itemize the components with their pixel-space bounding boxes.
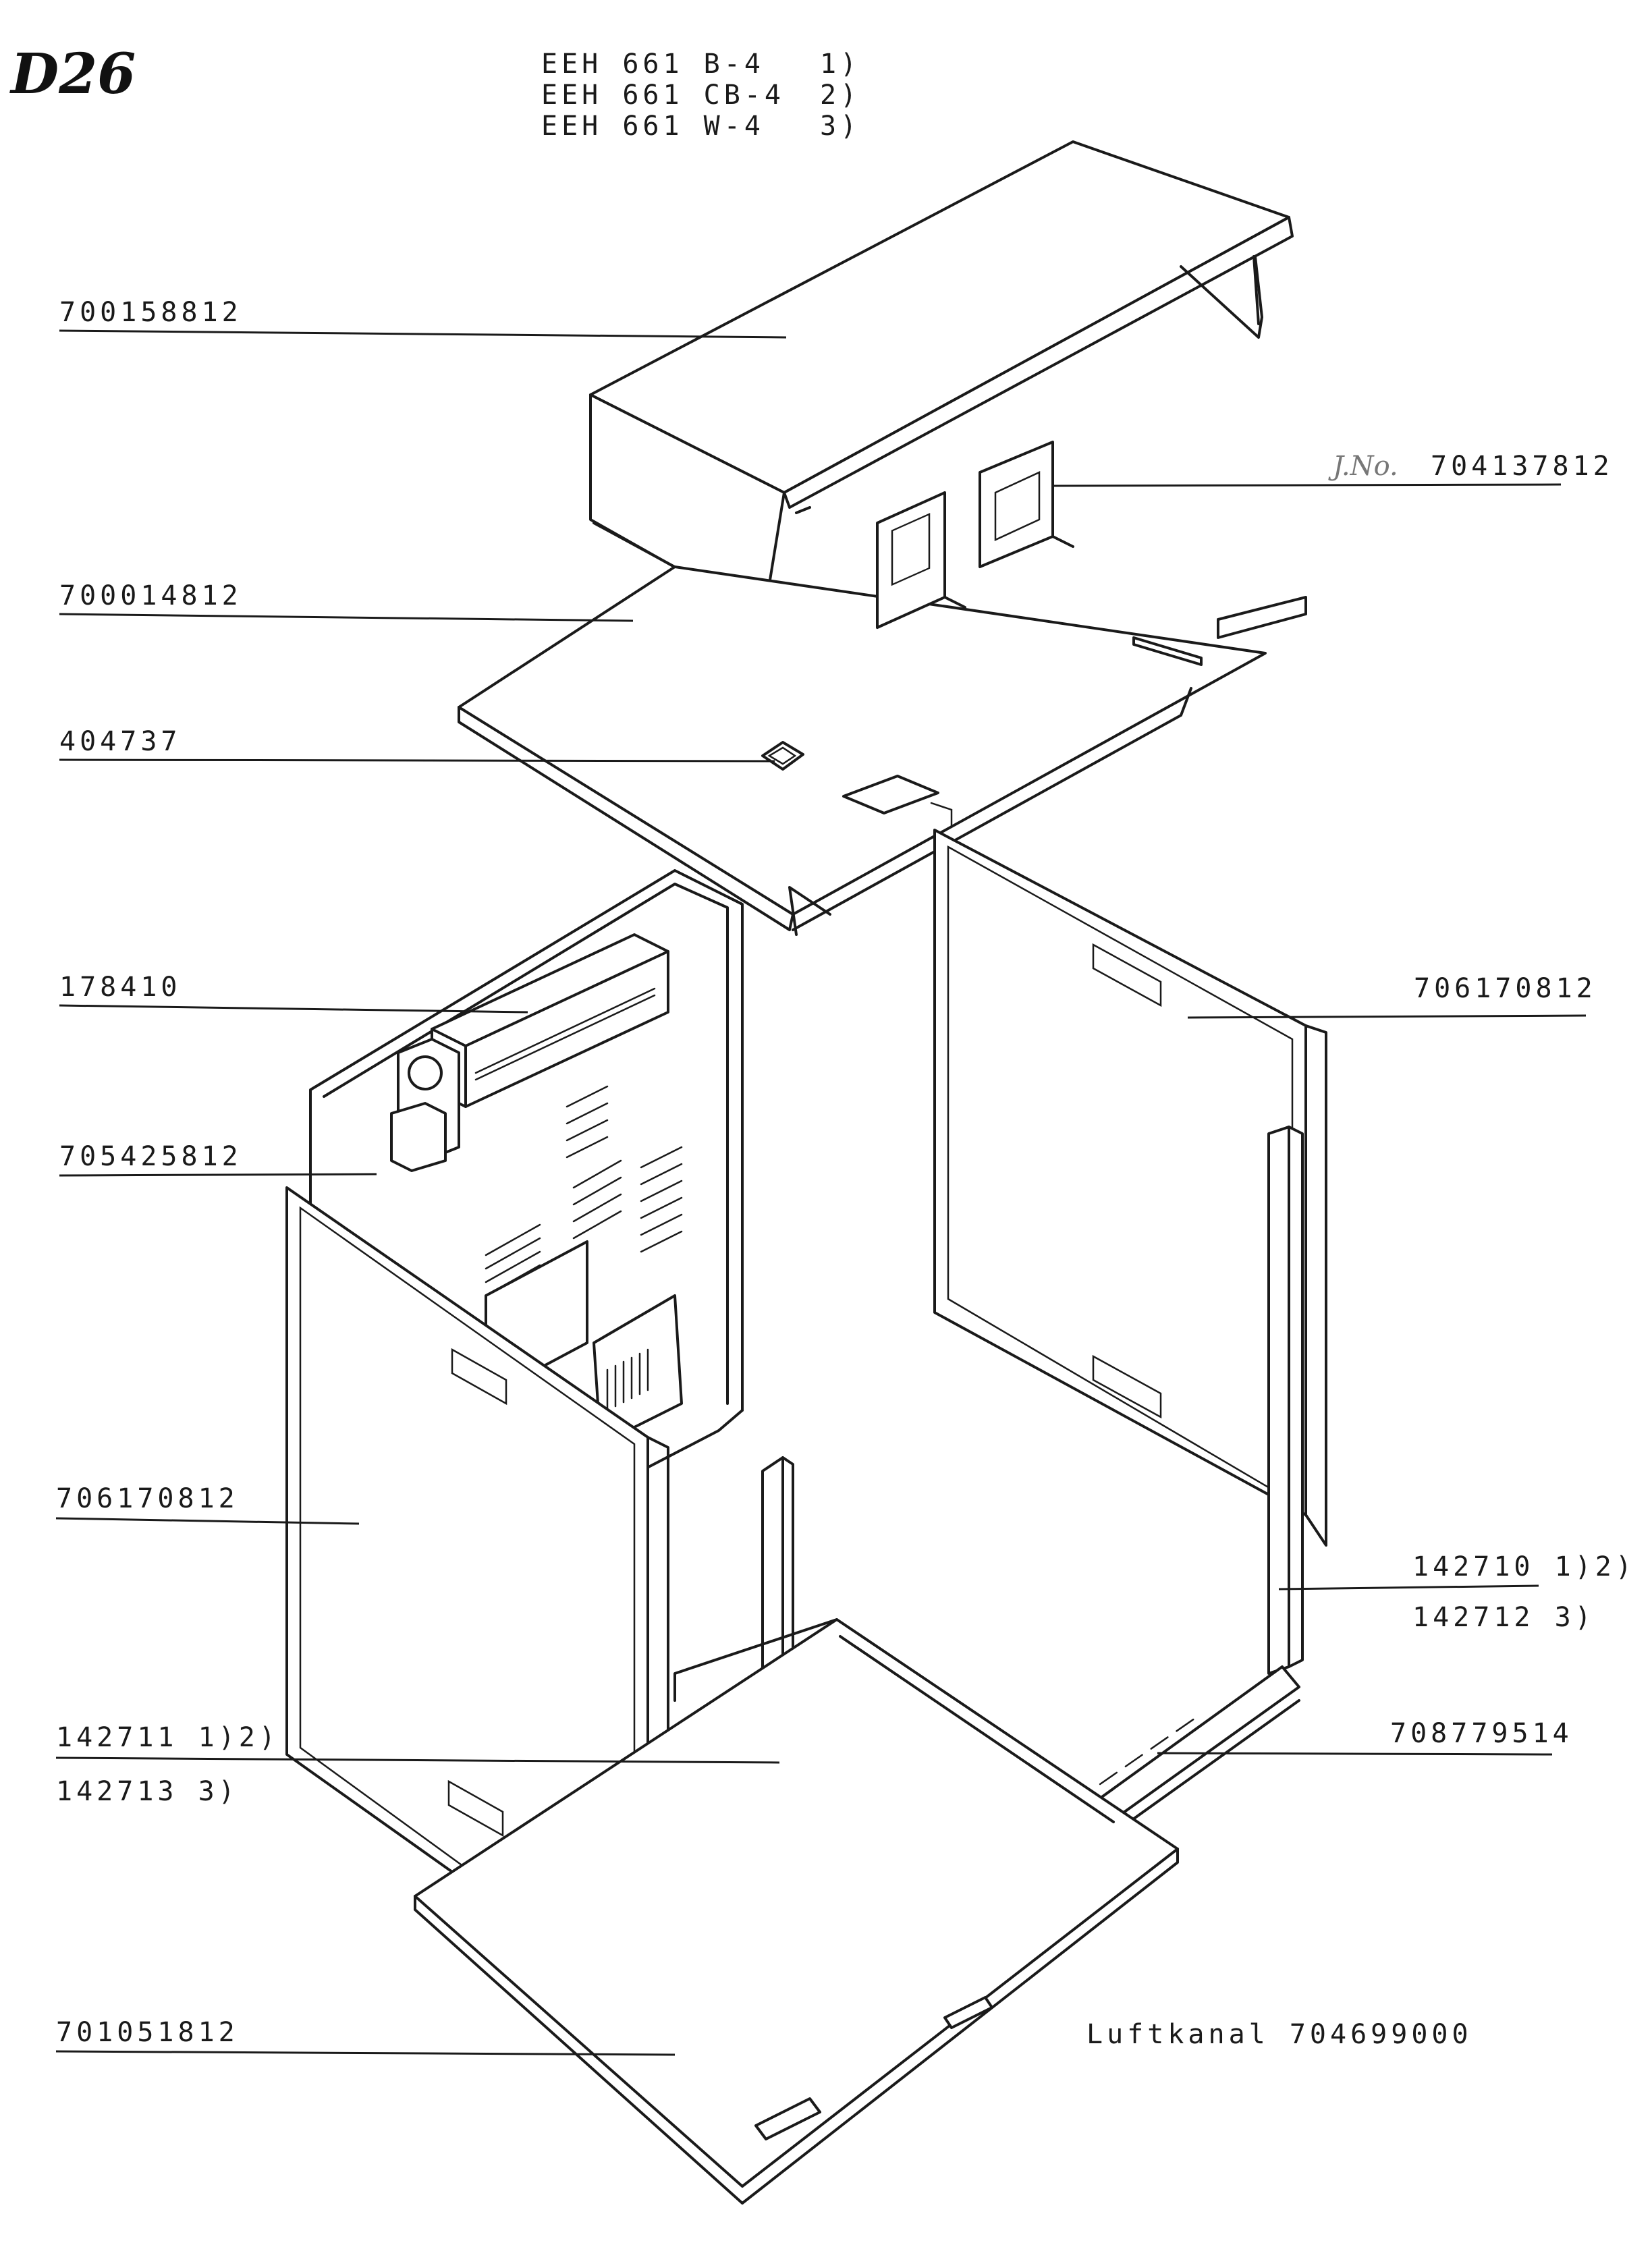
label-top-cover: 700158812 <box>59 297 242 328</box>
air-duct-note: Luftkanal 704699000 <box>1086 2019 1472 2050</box>
label-fan-motor: 178410 <box>59 972 182 1003</box>
callout-labels: 700158812 700014812 404737 178410 705425… <box>56 297 1636 2050</box>
handwritten-note: J.No. <box>1328 451 1398 482</box>
model-3-ref: 3) <box>820 111 860 142</box>
model-2-name: EEH 661 CB-4 <box>541 80 785 111</box>
model-1-name: EEH 661 B-4 <box>541 49 765 80</box>
label-top-plate: 700014812 <box>59 580 242 611</box>
label-corner-profile-a: 142711 1)2) <box>56 1722 279 1753</box>
label-bracket: 704137812 <box>1431 451 1614 482</box>
label-side-panel-right: 706170812 <box>1414 973 1597 1004</box>
label-corner-profile-b: 142710 1)2) <box>1412 1551 1636 1582</box>
top-cover-part <box>589 140 1294 619</box>
clip-part <box>761 741 804 771</box>
leader-lines <box>55 329 1587 2056</box>
corner-profile-b-part <box>1267 1126 1304 1675</box>
label-rear-panel: 705425812 <box>59 1141 242 1172</box>
base-plate-part <box>414 1618 1179 2205</box>
model-2-ref: 2) <box>820 80 860 111</box>
top-plate-part <box>458 441 1307 936</box>
label-top-plate-clip: 404737 <box>59 726 182 757</box>
model-3-name: EEH 661 W-4 <box>541 111 765 142</box>
label-corner-profile-a-alt: 142713 3) <box>56 1776 239 1807</box>
label-bottom-rail: 708779514 <box>1390 1718 1573 1749</box>
label-side-panel-left: 706170812 <box>56 1483 239 1514</box>
label-corner-profile-b-alt: 142712 3) <box>1412 1602 1595 1633</box>
fan-motor-part <box>390 933 669 1172</box>
page-mark: D26 <box>9 42 136 107</box>
label-base-plate: 701051812 <box>56 2017 239 2048</box>
model-list: EEH 661 B-4 1) EEH 661 CB-4 2) EEH 661 W… <box>541 49 860 142</box>
model-1-ref: 1) <box>820 49 860 80</box>
bracket-part <box>876 441 1074 629</box>
